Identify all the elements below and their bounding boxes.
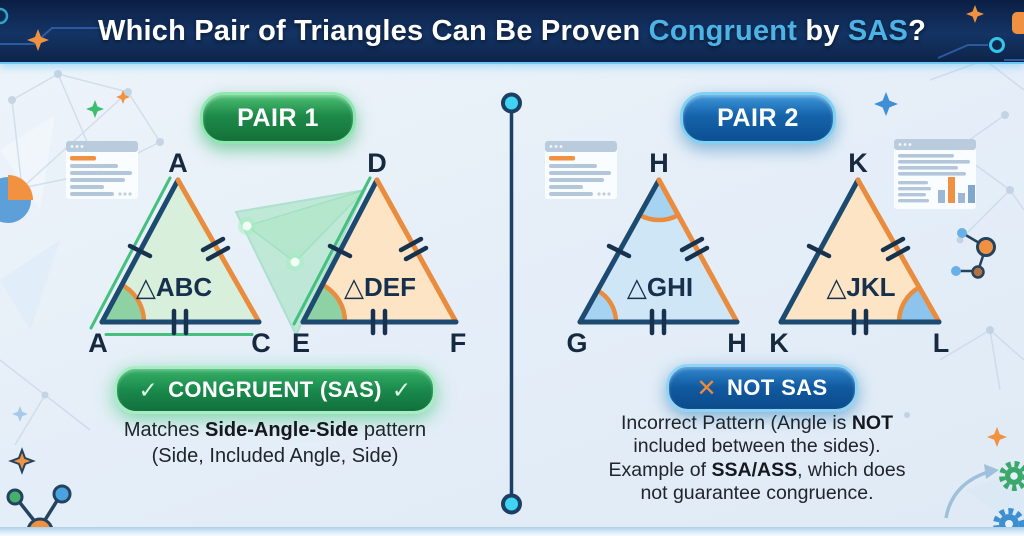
x-icon: ✕ (696, 374, 717, 402)
document-card-middle (545, 141, 617, 199)
vertex-label: D (367, 148, 387, 178)
sparkle-orange-small-icon (116, 90, 130, 104)
pair2-description-line4: not guarantee congruence. (640, 482, 874, 505)
sparkle-lightblue-icon (12, 406, 28, 422)
pair1-description-line1: Matches Side-Angle-Side pattern (123, 419, 427, 441)
sparkle-orange-title-left-icon (27, 29, 49, 51)
congruent-sas-badge: ✓ CONGRUENT (SAS) ✓ (114, 366, 436, 414)
triangle-name: △ABC (136, 272, 213, 302)
pair1-badge-label: PAIR 1 (237, 103, 319, 132)
center-divider (501, 92, 522, 515)
sparkle-icons (8, 90, 1007, 475)
triangle-name: △GHI (627, 272, 693, 302)
vertex-label: F (450, 328, 467, 358)
sparkle-blue-icon (874, 92, 898, 116)
vertex-label: A (88, 328, 108, 358)
check-icon: ✓ (391, 376, 412, 403)
triangle-jkl: K K L △JKL (769, 148, 949, 358)
curved-arrow-icon (944, 470, 989, 519)
congruence-overlay (234, 188, 367, 338)
pie-chart-decoration (0, 175, 33, 223)
tick-marks-jkl (806, 236, 911, 336)
bottom-edge-strip (0, 527, 1024, 536)
title-bar: Which Pair of Triangles Can Be Proven Co… (0, 0, 1024, 64)
molecule-right-icon (951, 228, 996, 279)
triangle-abc: A A C △ABC (88, 148, 271, 358)
tick-marks-abc (127, 236, 231, 336)
sparkle-green-icon (86, 100, 104, 118)
triangle-name: △JKL (826, 272, 895, 302)
pair2-description-line2: included between the sides). (633, 435, 881, 458)
not-sas-label: NOT SAS (726, 375, 828, 400)
analytics-card-right (894, 139, 976, 209)
not-sas-badge: ✕ NOT SAS (666, 364, 858, 412)
pair2-description: Incorrect Pattern (Angle is NOT included… (547, 412, 967, 506)
pair2-badge: PAIR 2 (680, 92, 836, 144)
pair2-description-line3: Example of SSA/ASS, which does (608, 458, 906, 481)
vertex-label: C (251, 328, 271, 358)
triangle-ghi: H G H △GHI (566, 148, 746, 358)
congruent-sas-label: CONGRUENT (SAS) (168, 377, 382, 402)
pair1-description-line2: (Side, Included Angle, Side) (151, 445, 399, 467)
sparkle-orange-bottomright-icon (987, 427, 1007, 447)
vertex-label: K (848, 148, 868, 178)
triangle-name: △DEF (344, 272, 416, 302)
check-icon: ✓ (138, 376, 159, 403)
tick-marks-def (327, 236, 429, 336)
title-bar-circuits (0, 5, 1024, 61)
pair1-badge: PAIR 1 (200, 92, 356, 144)
vertex-label: E (292, 328, 310, 358)
pair2-description-line1: Incorrect Pattern (Angle is NOT (620, 412, 894, 434)
sparkle-orange-bottomleft-icon (8, 447, 36, 475)
pair1-description: Matches Side-Angle-Side pattern (Side, I… (58, 417, 492, 469)
vertex-label: K (769, 328, 789, 358)
document-card-left (66, 141, 138, 199)
pair2-badge-label: PAIR 2 (717, 103, 799, 132)
sparkle-orange-title-right-icon (966, 5, 984, 23)
page-title: Which Pair of Triangles Can Be Proven Co… (98, 14, 926, 47)
vertex-label: H (727, 328, 747, 358)
vertex-label: A (168, 148, 188, 178)
mini-bar-chart-icon (938, 177, 975, 203)
vertex-label: G (566, 328, 587, 358)
vertex-label: H (649, 148, 669, 178)
gear-green-icon (999, 461, 1024, 491)
tick-marks-ghi (606, 236, 710, 336)
triangle-def: D E F △DEF (292, 148, 466, 358)
vertex-label: L (933, 328, 950, 358)
